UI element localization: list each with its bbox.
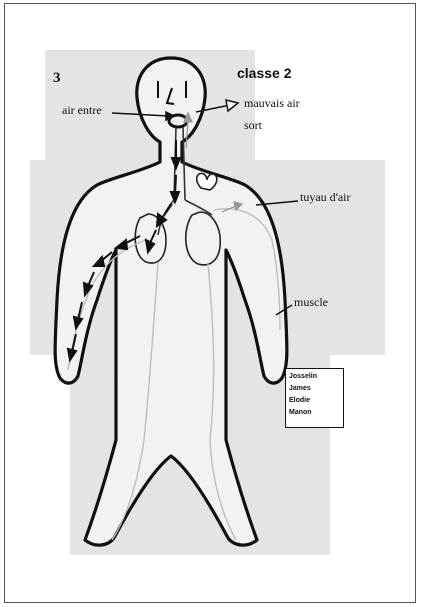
page-number: 3: [53, 72, 61, 85]
label-muscle: muscle: [294, 296, 328, 309]
label-air-entre: air entre: [62, 104, 102, 117]
label-sort: sort: [244, 119, 262, 132]
name-item: James: [289, 383, 340, 395]
name-item: Manon: [289, 407, 340, 419]
name-item: Elodie: [289, 395, 340, 407]
class-label: classe 2: [237, 67, 292, 80]
label-mauvais-air: mauvais air: [244, 97, 300, 110]
name-item: Josselin: [289, 371, 340, 383]
names-box: Josselin James Elodie Manon: [285, 368, 344, 428]
label-tuyau: tuyau d'air: [300, 191, 350, 204]
